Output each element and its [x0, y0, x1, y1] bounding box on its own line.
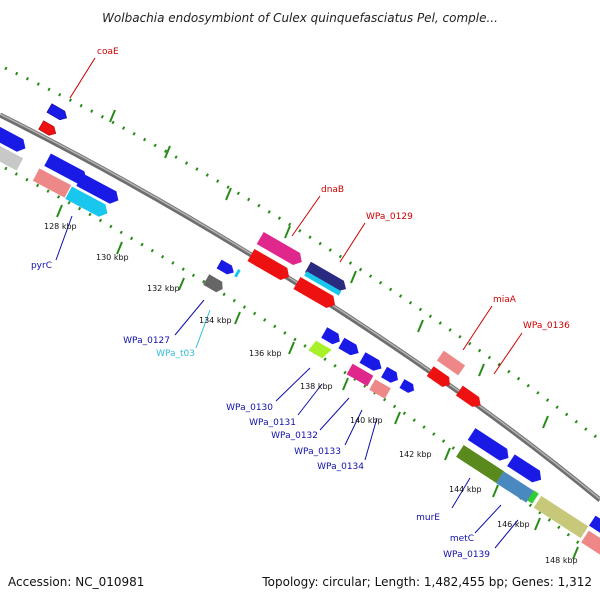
- label-WPa_0127: WPa_0127: [123, 336, 170, 346]
- gene-murE: [456, 445, 504, 483]
- tick-label: 130 kbp: [96, 253, 129, 262]
- gene-dnaB: [256, 231, 302, 266]
- gene-WPa_0131: [321, 327, 340, 345]
- label-WPa_0136: WPa_0136: [523, 321, 570, 331]
- label-WPa_0133: WPa_0133: [294, 447, 341, 457]
- reverse-gene-labels: pyrC WPa_0127 WPa_0130 WPa_0131 WPa_0132…: [31, 261, 490, 560]
- gene-blue-a: [44, 153, 87, 184]
- gene-WPa_0133: [346, 363, 374, 387]
- gene-blue-edge: [589, 515, 600, 535]
- accession-text: Accession: NC_010981: [8, 575, 144, 589]
- gene-grey-b: [203, 274, 223, 293]
- tick-label: 128 kbp: [44, 222, 77, 231]
- tick-label: 146 kbp: [497, 520, 530, 529]
- label-pyrC: pyrC: [31, 261, 52, 271]
- gene-blue-b: [76, 173, 119, 204]
- gene-WPa_0127: [216, 259, 234, 275]
- gene-left-blue: [0, 122, 26, 152]
- label-coaE: coaE: [97, 47, 119, 57]
- label-dnaB: dnaB: [321, 185, 344, 195]
- gene-pyrC: [65, 186, 108, 217]
- gene-cyan-b: [304, 271, 342, 296]
- gene-WPa_0136: [455, 385, 481, 407]
- genome-backbone: [0, 112, 600, 502]
- gene-metC: [496, 471, 534, 503]
- gene-green-small: [527, 490, 539, 504]
- outer-tick-marks: [109, 109, 549, 429]
- gene-coaE-blue: [46, 103, 67, 121]
- tick-label: 138 kbp: [300, 382, 333, 391]
- gene-blue-g: [507, 454, 542, 483]
- tick-label: 140 kbp: [350, 416, 383, 425]
- forward-gene-labels: coaE dnaB WPa_0129 miaA WPa_0136: [97, 47, 570, 331]
- gene-blue-c: [359, 352, 382, 371]
- label-metC: metC: [450, 534, 474, 544]
- gene-miaA: [436, 350, 466, 376]
- label-WPa_0130: WPa_0130: [226, 403, 273, 413]
- leader-lines-trna: [195, 309, 211, 349]
- tick-label: 148 kbp: [545, 556, 578, 565]
- gene-WPa_t03: [234, 269, 241, 278]
- label-WPa_0134: WPa_0134: [317, 462, 364, 472]
- genome-summary-text: Topology: circular; Length: 1,482,455 bp…: [261, 575, 592, 589]
- gene-red-a: [247, 248, 290, 281]
- label-miaA: miaA: [493, 295, 517, 305]
- map-title: Wolbachia endosymbiont of Culex quinquef…: [102, 11, 498, 25]
- tick-label: 144 kbp: [449, 485, 482, 494]
- gene-WPa_0132: [338, 337, 359, 356]
- gene-red-c: [426, 366, 450, 387]
- tick-label: 136 kbp: [249, 349, 282, 358]
- gene-left-grey: [0, 141, 24, 171]
- inner-tick-marks: [56, 204, 579, 560]
- tick-labels: 128 kbp 130 kbp 132 kbp 134 kbp 136 kbp …: [44, 222, 578, 565]
- gene-pink-a: [32, 168, 72, 198]
- tick-label: 134 kbp: [199, 316, 232, 325]
- label-murE: murE: [416, 513, 440, 523]
- gene-blue-d: [381, 366, 398, 383]
- gene-blue-e: [399, 379, 415, 393]
- label-WPa_0132: WPa_0132: [271, 431, 318, 441]
- tick-label: 142 kbp: [399, 450, 432, 459]
- gene-WPa_0134: [369, 379, 391, 399]
- label-WPa_0129: WPa_0129: [366, 212, 413, 222]
- gene-WPa_0130: [308, 340, 332, 359]
- inner-dotted-track: [4, 166, 586, 550]
- gene-blue-f: [467, 428, 509, 461]
- leader-lines-forward: [69, 57, 523, 375]
- tick-label: 132 kbp: [147, 284, 180, 293]
- gene-WPa_0129: [304, 261, 347, 292]
- gene-pink-edge: [581, 530, 600, 556]
- label-WPa_0131: WPa_0131: [249, 418, 296, 428]
- label-WPa_0139: WPa_0139: [443, 550, 490, 560]
- label-WPa_t03: WPa_t03: [156, 349, 195, 359]
- gene-red-b: [293, 276, 336, 309]
- gene-WPa_0139: [533, 495, 589, 539]
- leader-lines-reverse: [55, 215, 519, 549]
- gene-coaE: [38, 120, 57, 136]
